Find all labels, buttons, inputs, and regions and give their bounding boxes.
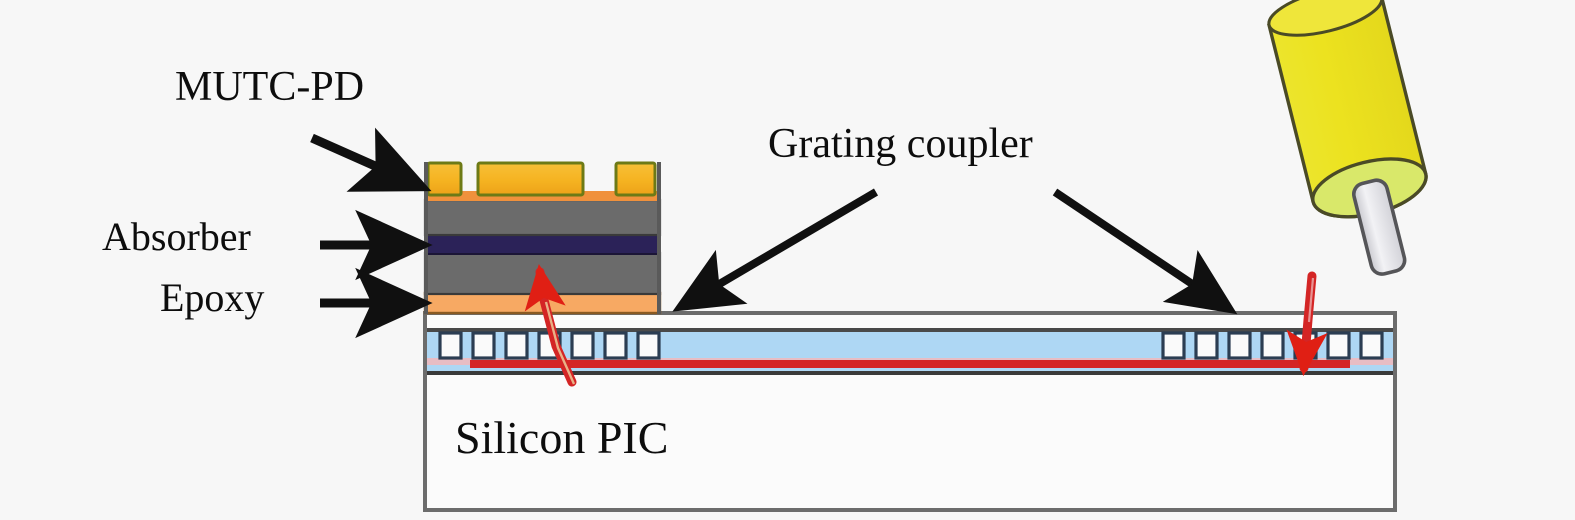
grating-tooth [636,331,661,360]
grating-coupler-label: Grating coupler [768,121,1033,167]
fiber-top-cap [1267,0,1384,37]
grating-tooth [1227,331,1252,360]
pic-upper-cladding [427,315,1393,330]
grating-tooth [603,331,628,360]
absorber-layer [424,233,661,255]
grating-tooth [1359,331,1384,360]
grating-tooth [1326,331,1351,360]
mutc-pd-label: MUTC-PD [175,64,364,110]
grating-tooth [1161,331,1186,360]
fiber-ferrule-tip [1352,178,1407,276]
grating-tooth [1260,331,1285,360]
epoxy-label: Epoxy [160,275,264,320]
contact-pad-center [476,161,585,197]
right-grating-coupler [1161,331,1384,360]
upper-semiconductor-layer [423,198,662,237]
grating-tooth [471,331,496,360]
grating-coupler-arrow-left [672,188,879,312]
pd-top-contacts [426,161,657,197]
mutc-pd-mesa [423,161,662,315]
grating-tooth [504,331,529,360]
grating-tooth [438,331,463,360]
beam-from-fiber-highlight [1307,277,1315,323]
silicon-pic-label: Silicon PIC [455,412,668,463]
output-beam-up [524,263,577,387]
beam-to-absorber-highlight [544,301,576,385]
absorber-label: Absorber [102,214,251,259]
grating-coupler-arrow-right [1052,188,1238,315]
input-beam-down [1286,271,1328,377]
contact-pad-right [614,161,657,197]
mutc-pd-arrow [310,127,432,192]
grating-tooth [570,331,595,360]
grating-tooth [1194,331,1219,360]
contact-pad-left [426,161,463,197]
left-grating-coupler [438,331,661,360]
beam-from-fiber [1286,271,1328,377]
optical-fiber-assembly [1267,0,1428,276]
callout-arrows [310,127,1238,339]
